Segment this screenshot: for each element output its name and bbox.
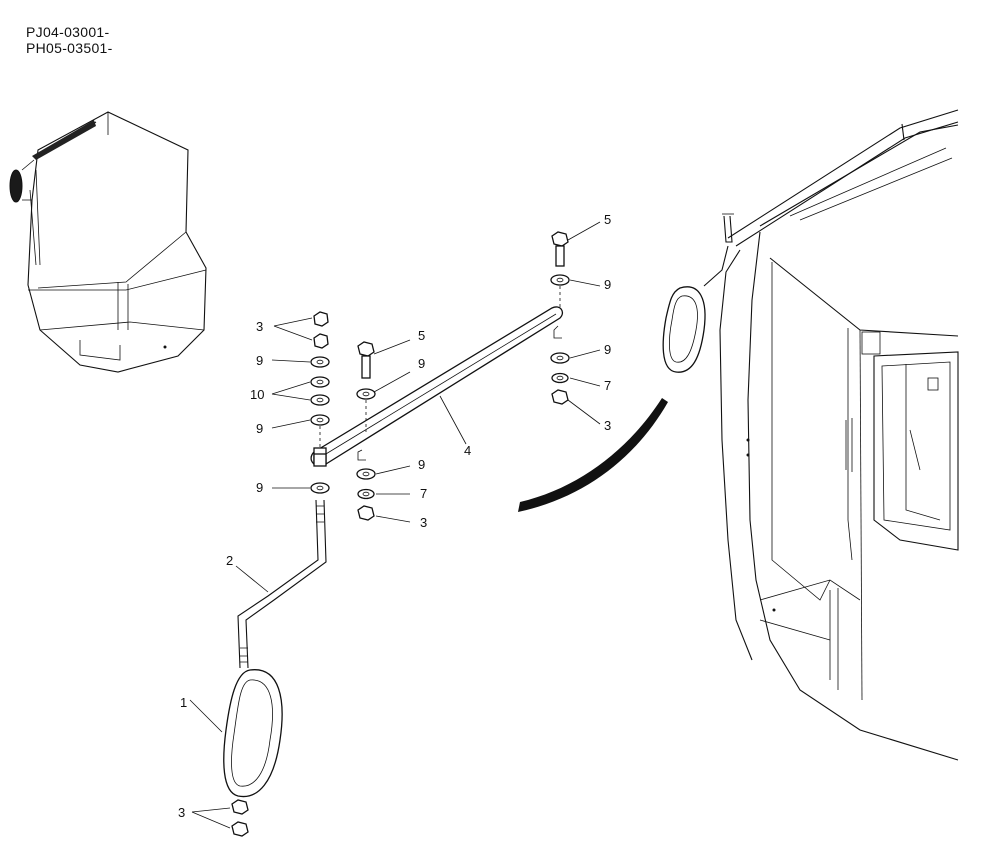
hardware-stack-left	[271, 311, 330, 494]
callout-9-left-bottom: 9	[256, 480, 263, 495]
bolt-shank-icon	[555, 245, 565, 267]
bolt-head-icon	[551, 231, 569, 247]
callout-9-right-top: 9	[604, 277, 611, 292]
callout-9-left-mid: 9	[256, 421, 263, 436]
callout-5-middle: 5	[418, 328, 425, 343]
callout-7-right: 7	[604, 378, 611, 393]
nut-icon	[231, 799, 249, 815]
callout-3-right: 3	[604, 418, 611, 433]
mounted-mirror-icon	[662, 286, 706, 373]
hardware-stack-middle	[356, 339, 411, 523]
detail-view-arrow	[518, 398, 668, 512]
callout-3-bottom: 3	[178, 805, 185, 820]
spring-washer-icon	[357, 488, 375, 500]
part-2-mirror-stay	[235, 499, 327, 669]
callout-9-middle-bottom: 9	[418, 457, 425, 472]
callout-9-right-bottom: 9	[604, 342, 611, 357]
bolt-shank-icon	[361, 355, 371, 379]
washer-icon	[356, 388, 376, 400]
nut-icon	[551, 389, 569, 405]
cab-frame-illustration	[662, 109, 959, 761]
callout-9-left-top: 9	[256, 353, 263, 368]
washer-icon	[356, 468, 376, 480]
washer-icon	[310, 394, 330, 406]
hardware-stack-right	[550, 221, 601, 425]
bolt-head-icon	[357, 341, 375, 357]
nut-icon	[313, 311, 329, 327]
callout-3-middle: 3	[420, 515, 427, 530]
serial-range-2: PH05-03501-	[26, 40, 113, 56]
part-1-mirror	[189, 669, 283, 798]
callout-10: 10	[250, 387, 264, 402]
callout-3-left: 3	[256, 319, 263, 334]
nut-icon	[231, 821, 249, 837]
mirror-thumbnail-icon	[9, 169, 23, 203]
washer-icon	[310, 376, 330, 388]
nut-icon	[357, 505, 375, 521]
washer-icon	[550, 274, 570, 286]
nut-icon	[313, 333, 329, 349]
callout-2: 2	[226, 553, 233, 568]
callout-1: 1	[180, 695, 187, 710]
washer-icon	[310, 356, 330, 368]
washer-icon	[310, 482, 330, 494]
callout-7-middle: 7	[420, 486, 427, 501]
callout-4: 4	[464, 443, 471, 458]
callout-5-right: 5	[604, 212, 611, 227]
callout-9-middle-top: 9	[418, 356, 425, 371]
washer-icon	[310, 414, 330, 426]
spring-washer-icon	[551, 372, 569, 384]
machine-overview-illustration	[9, 111, 207, 373]
washer-icon	[550, 352, 570, 364]
hardware-stack-bottom	[191, 799, 249, 837]
part-4-stay-bar	[310, 306, 564, 467]
serial-range-1: PJ04-03001-	[26, 24, 110, 40]
